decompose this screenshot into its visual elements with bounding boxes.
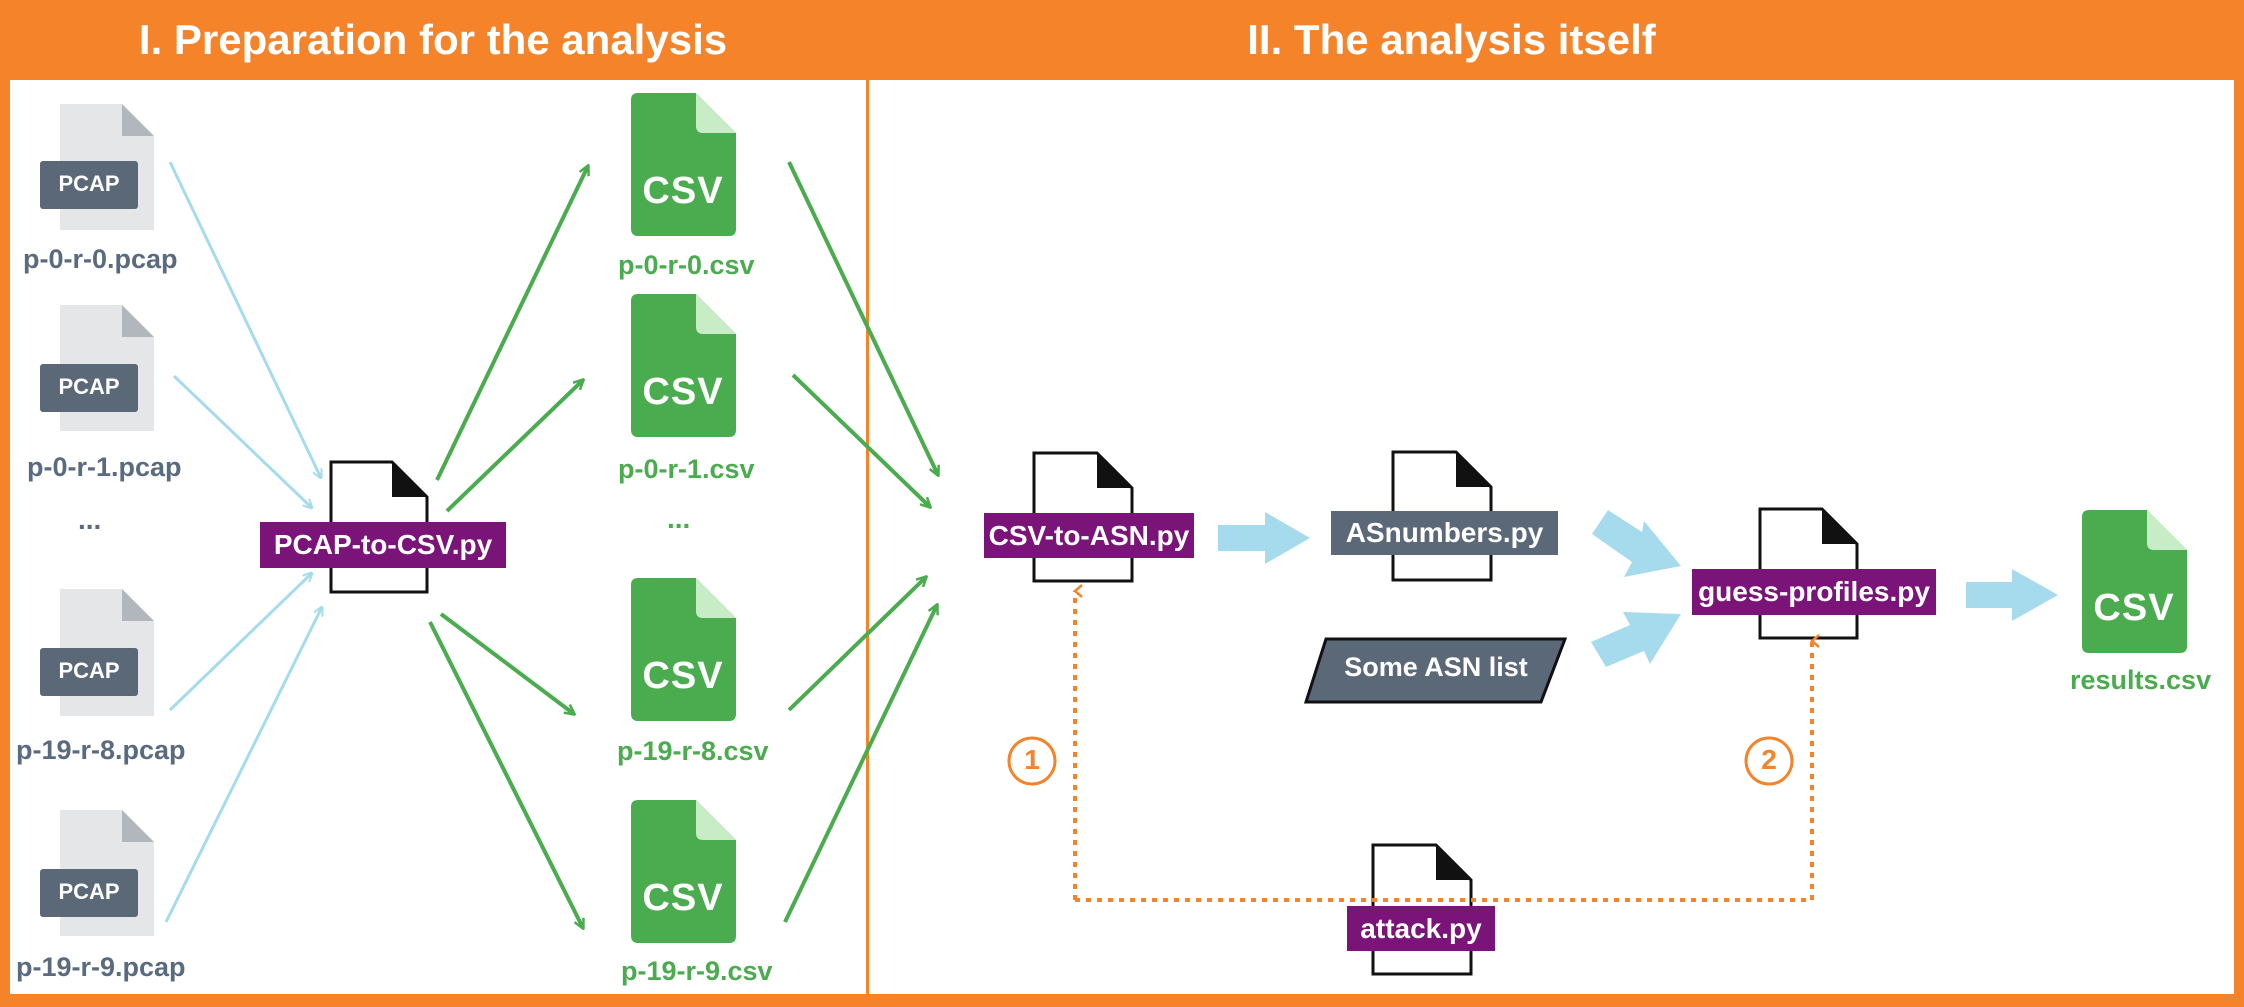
results-csv-badge-label: CSV	[2093, 587, 2175, 629]
results-csv-icon	[2082, 510, 2187, 653]
csv-file-icon-0	[631, 93, 736, 236]
csv-to-asn-script-label: CSV-to-ASN.py	[984, 513, 1194, 558]
csv-file-name-3: p-19-r-9.csv	[621, 956, 773, 986]
step-1-label: 1	[1024, 744, 1040, 775]
pcap-file-icon-2	[40, 589, 154, 716]
analysis-section-title: II. The analysis itself	[1247, 16, 1656, 63]
csv-badge-label: CSV	[642, 655, 724, 697]
attack-feedback-paths	[1073, 584, 1820, 902]
asn-list-shape	[1303, 637, 1568, 704]
flow-block-arrows	[1218, 510, 2058, 667]
preparation-section-title: I. Preparation for the analysis	[138, 16, 728, 63]
csv-ellipsis: ...	[667, 503, 691, 534]
attack-script-label: attack.py	[1347, 906, 1495, 951]
step-2-label: 2	[1761, 744, 1777, 775]
asnumbers-script-label: ASnumbers.py	[1331, 511, 1558, 555]
pcap-badge-label: PCAP	[58, 658, 120, 683]
step-1-circle	[1007, 736, 1057, 786]
pcap-file-name-0: p-0-r-0.pcap	[23, 244, 178, 274]
pcap-file-name-1: p-0-r-1.pcap	[27, 452, 182, 482]
results-file-name: results.csv	[2070, 665, 2212, 695]
pcap-file-name-2: p-19-r-8.pcap	[16, 735, 186, 765]
flow-arrow-guess-to-results	[1966, 569, 2058, 621]
pcap-file-icon-3	[40, 810, 154, 936]
csv-badge-label: CSV	[642, 170, 724, 212]
pcap-badge-label: PCAP	[58, 374, 120, 399]
flow-arrow-asnumbers-to-guess	[1592, 510, 1681, 577]
csv-file-icon-1	[631, 294, 736, 437]
csv-badge-label: CSV	[642, 371, 724, 413]
pcap-ellipsis: ...	[78, 504, 102, 535]
flow-arrow-asnlist-to-guess	[1591, 612, 1681, 667]
pcap-file-icon-0	[40, 104, 154, 230]
step-2-circle	[1744, 736, 1794, 786]
pcap-input-arrows	[164, 161, 322, 923]
pcap-badge-label: PCAP	[58, 171, 120, 196]
pcap-badge-label: PCAP	[58, 879, 120, 904]
csv-file-name-0: p-0-r-0.csv	[618, 250, 755, 280]
guess-profiles-script-label: guess-profiles.py	[1692, 569, 1936, 615]
csv-output-arrows	[428, 166, 588, 928]
csv-input-arrows	[783, 161, 938, 923]
csv-file-name-2: p-19-r-8.csv	[617, 736, 769, 766]
csv-file-icon-3	[631, 800, 736, 943]
asn-list-label: Some ASN list	[1344, 652, 1528, 682]
flow-arrow-csv-to-asn-to-asnumbers	[1218, 512, 1310, 564]
csv-file-name-1: p-0-r-1.csv	[618, 454, 755, 484]
pcap-to-csv-script-label: PCAP-to-CSV.py	[260, 522, 506, 568]
pcap-file-name-3: p-19-r-9.pcap	[16, 952, 186, 982]
pcap-file-icon-1	[40, 305, 154, 431]
csv-file-icon-2	[631, 578, 736, 721]
csv-badge-label: CSV	[642, 877, 724, 919]
